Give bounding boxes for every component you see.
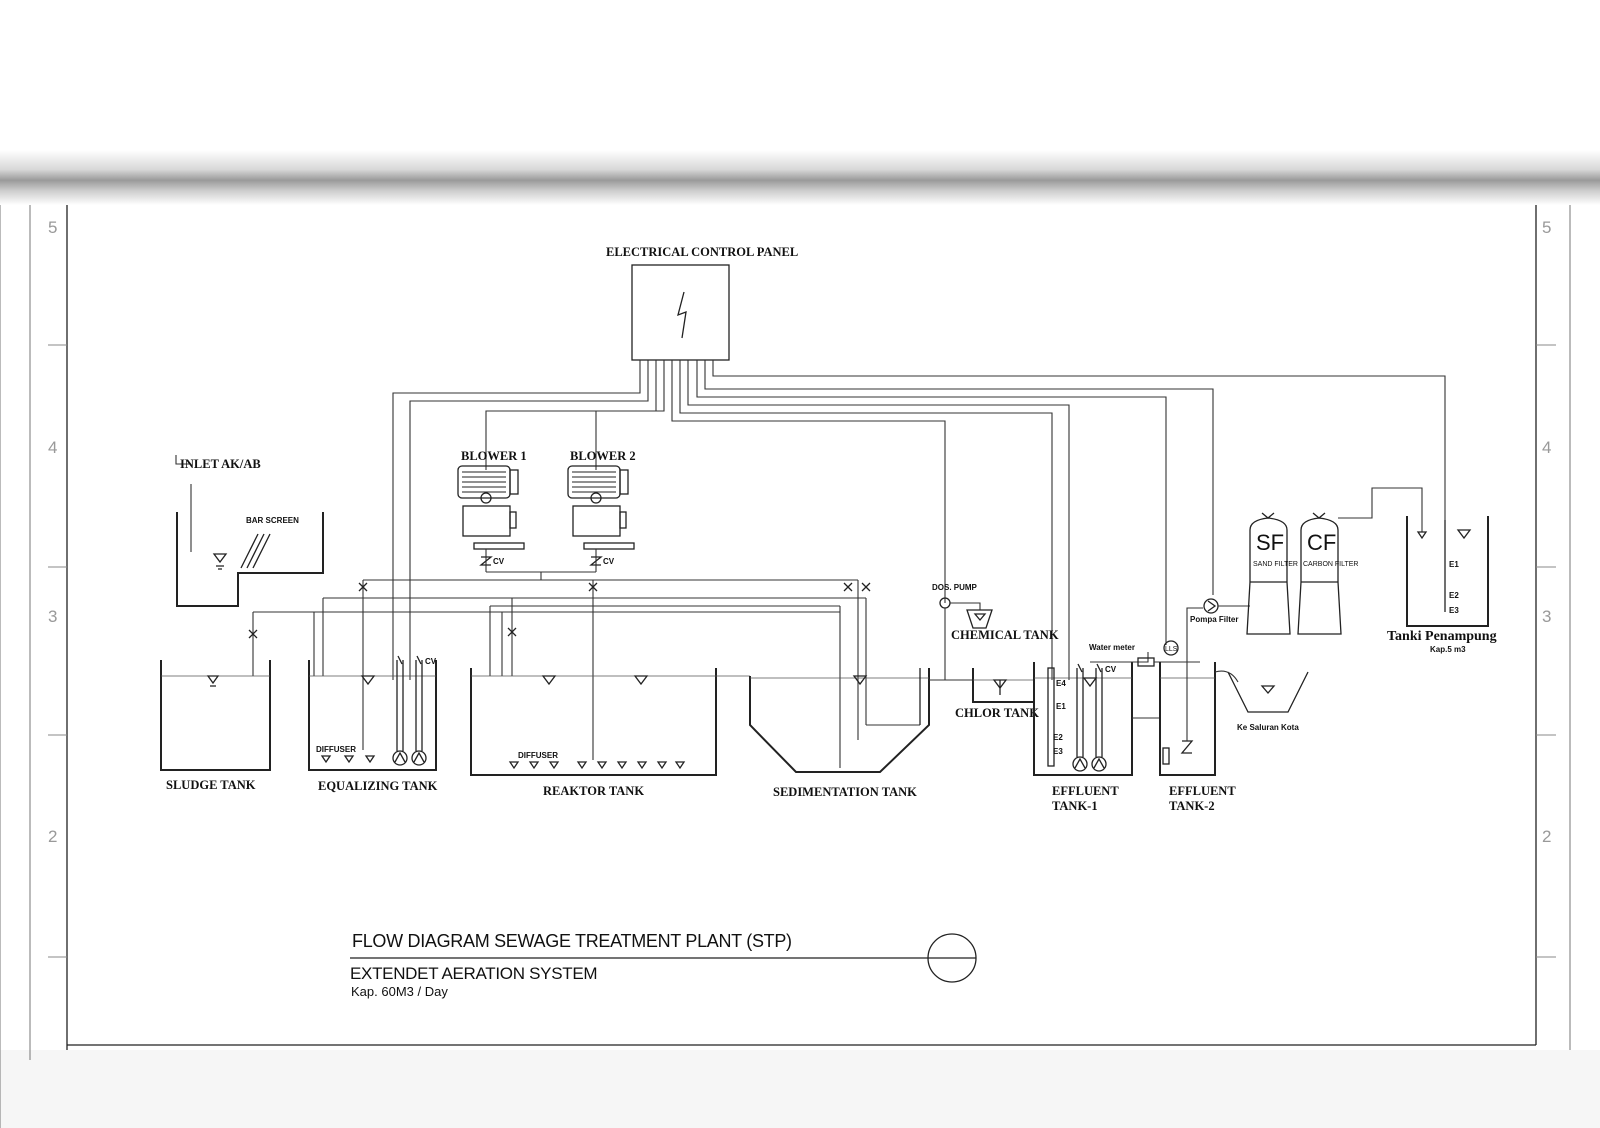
- bar-screen-label: BAR SCREEN: [246, 516, 299, 525]
- margin-number-right-4: 4: [1542, 438, 1551, 457]
- sedimentation-tank-label: SEDIMENTATION TANK: [773, 785, 917, 799]
- sand-filter-name: SAND FILTER: [1253, 561, 1298, 568]
- sand-filter-code: SF: [1256, 530, 1284, 555]
- inlet-bar-screen: INLET AK/AB BAR SCREEN: [175, 455, 324, 607]
- city-drain-outlet: Ke Saluran Kota: [1214, 670, 1309, 732]
- effluent-tank-2-label-line-2: TANK-2: [1169, 799, 1215, 813]
- effluent-tank-2: EFFLUENT TANK-2: [1159, 612, 1236, 813]
- storage-e2: E2: [1449, 591, 1459, 600]
- dosing-unit: DOS. PUMP CHEMICAL TANK: [929, 583, 1059, 681]
- dos-pump-label: DOS. PUMP: [932, 583, 978, 592]
- storage-e3: E3: [1449, 606, 1459, 615]
- inlet-label: INLET AK/AB: [180, 457, 261, 471]
- electrical-control-panel: ELECTRICAL CONTROL PANEL: [606, 245, 798, 361]
- carbon-filter: CF CARBON FILTER: [1297, 512, 1359, 635]
- effluent-tank-1: E4 E1 E2 E3 CV EFFLUENT TANK-1: [1033, 662, 1133, 813]
- margin-number-left-4: 4: [48, 438, 57, 457]
- title-system: EXTENDET AERATION SYSTEM: [350, 964, 597, 983]
- effluent-1-e3: E3: [1053, 747, 1063, 756]
- page-bottom-strip: [0, 1050, 1600, 1128]
- title-capacity: Kap. 60M3 / Day: [351, 984, 448, 999]
- margin-number-right-2: 2: [1542, 827, 1551, 846]
- effluent-1-cv-label: CV: [1105, 665, 1117, 674]
- effluent-tank-1-label-line-1: EFFLUENT: [1052, 784, 1119, 798]
- margin-number-right-5: 5: [1542, 218, 1551, 237]
- equalizing-tank: DIFFUSER CV EQUALIZING TANK: [308, 655, 438, 793]
- blower-2-label: BLOWER 2: [570, 449, 636, 463]
- effluent-tank-2-label-line-1: EFFLUENT: [1169, 784, 1236, 798]
- blower-1-label: BLOWER 1: [461, 449, 527, 463]
- storage-tank: E1 E2 E3 Tanki Penampung Kap.5 m3: [1387, 516, 1497, 654]
- reaktor-tank-label: REAKTOR TANK: [543, 784, 644, 798]
- pompa-filter-label: Pompa Filter: [1190, 615, 1238, 624]
- margin-number-left-2: 2: [48, 827, 57, 846]
- carbon-filter-code: CF: [1307, 530, 1336, 555]
- control-panel-label: ELECTRICAL CONTROL PANEL: [606, 245, 798, 259]
- margin-number-left-5: 5: [48, 218, 57, 237]
- lls-label: LLS: [1165, 646, 1178, 653]
- reaktor-diffuser-label: DIFFUSER: [518, 751, 558, 760]
- filter-pump: Pompa Filter: [1186, 598, 1250, 624]
- blower-1: BLOWER 1 CV: [457, 449, 527, 572]
- sludge-tank: SLUDGE TANK: [160, 660, 271, 792]
- blower-2-cv-label: CV: [603, 557, 615, 566]
- sedimentation-tank: SEDIMENTATION TANK: [749, 668, 930, 799]
- ke-saluran-kota-label: Ke Saluran Kota: [1237, 723, 1299, 732]
- carbon-filter-name: CARBON FILTER: [1303, 561, 1359, 568]
- air-header-pipes: [252, 571, 920, 768]
- storage-e1: E1: [1449, 560, 1459, 569]
- equalizing-tank-label: EQUALIZING TANK: [318, 779, 438, 793]
- blower-1-cv-label: CV: [493, 557, 505, 566]
- effluent-tank-1-label-line-2: TANK-1: [1052, 799, 1098, 813]
- page-fold-shadow: [0, 150, 1600, 205]
- water-meter: Water meter LLS: [1089, 640, 1200, 719]
- chemical-tank-label: CHEMICAL TANK: [951, 628, 1059, 642]
- effluent-1-e4: E4: [1056, 679, 1066, 688]
- margin-number-right-3: 3: [1542, 607, 1551, 626]
- lightning-icon: [677, 291, 687, 339]
- reaktor-tank: DIFFUSER REAKTOR TANK: [470, 668, 750, 798]
- effluent-1-e1: E1: [1056, 702, 1066, 711]
- sludge-tank-label: SLUDGE TANK: [166, 778, 256, 792]
- water-meter-label: Water meter: [1089, 643, 1135, 652]
- title-main: FLOW DIAGRAM SEWAGE TREATMENT PLANT (STP…: [352, 931, 792, 951]
- chlor-tank: CHLOR TANK: [955, 668, 1039, 720]
- margin-number-left-3: 3: [48, 607, 57, 626]
- tanki-capacity-label: Kap.5 m3: [1430, 645, 1466, 654]
- tanki-penampung-label: Tanki Penampung: [1387, 629, 1497, 644]
- sand-filter: SF SAND FILTER: [1246, 512, 1298, 635]
- equalizing-cv-label: CV: [425, 657, 437, 666]
- filter-to-storage-pipe: [1338, 487, 1423, 520]
- blower-2: BLOWER 2 CV: [567, 449, 636, 572]
- valves: [248, 582, 871, 639]
- equalizing-diffuser-label: DIFFUSER: [316, 745, 356, 754]
- chlor-tank-label: CHLOR TANK: [955, 706, 1039, 720]
- drawing-frame: 5 4 3 2 5 4 3 2: [0, 205, 1571, 1128]
- effluent-1-e2: E2: [1053, 733, 1063, 742]
- title-block: FLOW DIAGRAM SEWAGE TREATMENT PLANT (STP…: [350, 931, 977, 999]
- control-cables: [392, 360, 1446, 680]
